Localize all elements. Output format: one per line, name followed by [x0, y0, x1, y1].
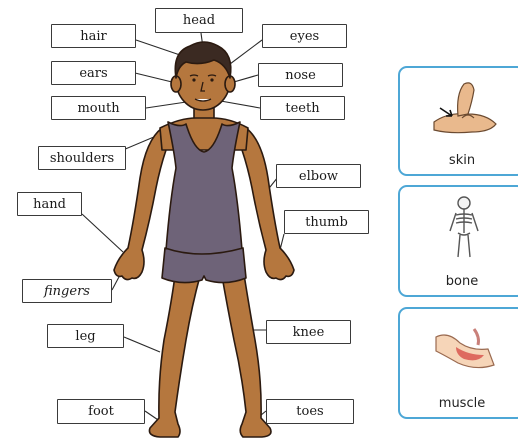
label-mouth: mouth: [51, 96, 146, 120]
label-nose: nose: [258, 63, 343, 87]
label-eyes: eyes: [262, 24, 347, 48]
label-fingers: fingers: [22, 279, 112, 303]
card-muscle: muscle: [398, 307, 518, 419]
label-teeth: teeth: [260, 96, 345, 120]
label-toes: toes: [266, 399, 354, 424]
label-foot: foot: [57, 399, 145, 424]
label-elbow: elbow: [276, 164, 361, 188]
card-skin-caption: skin: [400, 153, 518, 168]
label-ears: ears: [51, 61, 136, 85]
card-muscle-caption: muscle: [400, 396, 518, 411]
label-leg: leg: [47, 324, 124, 348]
arm-muscle-icon: [428, 315, 500, 383]
label-hair: hair: [51, 24, 136, 48]
label-knee: knee: [266, 320, 351, 344]
label-head: head: [155, 8, 243, 33]
skeleton-icon: [428, 193, 500, 261]
label-hand: hand: [17, 192, 82, 216]
label-thumb: thumb: [284, 210, 369, 234]
card-skin: skin: [398, 66, 518, 176]
skin-pinch-icon: [428, 74, 500, 142]
card-bone-caption: bone: [400, 274, 518, 289]
card-bone: bone: [398, 185, 518, 297]
label-shoulders: shoulders: [38, 146, 126, 170]
